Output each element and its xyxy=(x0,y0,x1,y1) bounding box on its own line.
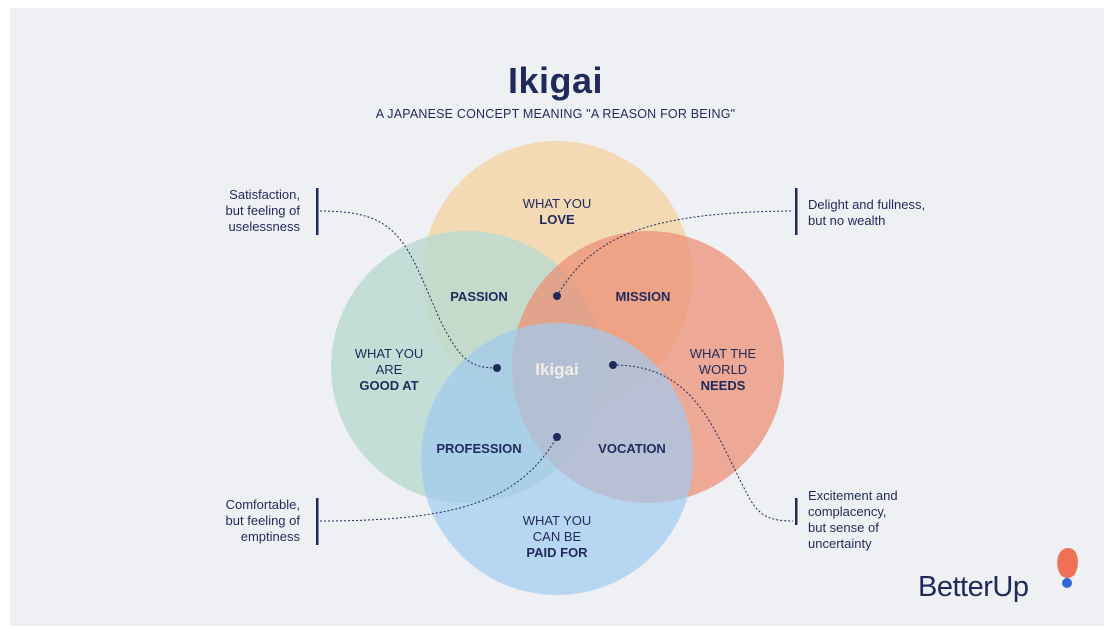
note-top-left-line1: Satisfaction, xyxy=(229,187,300,202)
note-bottom-right-line2: complacency, xyxy=(808,504,887,519)
label-ikigai-center: Ikigai xyxy=(535,360,579,379)
label-love: WHAT YOU LOVE xyxy=(492,196,622,228)
note-bottom-right-line3: but sense of xyxy=(808,520,879,535)
note-bar-top-left xyxy=(316,188,319,235)
note-top-right-line2: but no wealth xyxy=(808,213,886,228)
label-paid-line2: CAN BE xyxy=(532,529,582,544)
note-top-left-line2: but feeling of xyxy=(225,203,300,218)
diagram-title: Ikigai xyxy=(507,60,604,101)
dot-world xyxy=(609,361,617,369)
circle-paid-for xyxy=(421,323,693,595)
note-bottom-left: Comfortable, but feeling of emptiness xyxy=(160,497,300,545)
label-love-line1: WHAT YOU xyxy=(522,196,592,211)
label-world-line2: WORLD xyxy=(698,362,748,377)
label-world-needs: WHAT THE WORLD NEEDS xyxy=(658,346,788,394)
note-bottom-right: Excitement and complacency, but sense of… xyxy=(808,488,948,552)
note-bottom-left-line2: but feeling of xyxy=(225,513,300,528)
dot-passion xyxy=(553,292,561,300)
connector-bottom-right xyxy=(612,364,794,522)
connector-bottom-left xyxy=(319,436,558,522)
label-mission: MISSION xyxy=(615,289,671,304)
note-bottom-right-line4: uncertainty xyxy=(808,536,872,551)
note-bar-bottom-right xyxy=(795,498,798,525)
label-paid-for: WHAT YOU CAN BE PAID FOR xyxy=(492,513,622,561)
label-passion: PASSION xyxy=(450,289,508,304)
note-top-right-line1: Delight and fullness, xyxy=(808,197,926,212)
note-top-right: Delight and fullness, but no wealth xyxy=(808,197,948,229)
label-good-at: WHAT YOU ARE GOOD AT xyxy=(324,346,454,394)
diagram-subtitle: A JAPANESE CONCEPT MEANING "A REASON FOR… xyxy=(375,107,736,121)
label-profession: PROFESSION xyxy=(436,441,522,456)
label-good-at-line1: WHAT YOU xyxy=(354,346,424,361)
note-top-left: Satisfaction, but feeling of uselessness xyxy=(160,187,300,235)
note-bar-top-right xyxy=(795,188,798,235)
dot-good-at xyxy=(493,364,501,372)
label-love-line2: LOVE xyxy=(539,212,575,227)
betterup-logo-mark xyxy=(1057,548,1078,588)
note-bottom-left-line1: Comfortable, xyxy=(225,497,300,512)
label-vocation: VOCATION xyxy=(598,441,666,456)
note-bar-bottom-left xyxy=(316,498,319,545)
dot-profession xyxy=(553,433,561,441)
note-top-left-line3: uselessness xyxy=(228,219,300,234)
betterup-logo-text: BetterUp xyxy=(918,571,1029,603)
label-good-at-line2: ARE xyxy=(375,362,403,377)
note-bottom-left-line3: emptiness xyxy=(240,529,300,544)
note-bottom-right-line1: Excitement and xyxy=(808,488,898,503)
label-paid-line3: PAID FOR xyxy=(526,545,588,560)
connector-top-left xyxy=(319,210,498,369)
connector-top-right xyxy=(556,210,794,297)
label-world-line1: WHAT THE xyxy=(689,346,757,361)
label-good-at-line3: GOOD AT xyxy=(359,378,419,393)
label-paid-line1: WHAT YOU xyxy=(522,513,592,528)
label-world-line3: NEEDS xyxy=(700,378,746,393)
